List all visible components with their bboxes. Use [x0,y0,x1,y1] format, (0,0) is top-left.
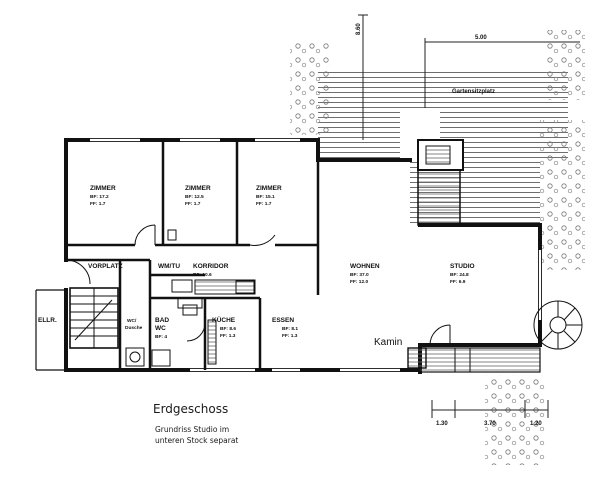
room-wohnen: WOHNEN BF: 37.0 FF: 12.0 [350,263,380,285]
room-name: KORRIDOR [193,263,229,270]
room-zimmer-3: ZIMMER BF: 15.1 FF: 1.7 [256,185,282,207]
room-ff: FF: 1.7 [90,201,106,207]
spiral-stair [533,300,583,350]
room-essen: ESSEN BF: 8.1 FF: 1.3 [272,317,298,339]
fixtures [125,229,256,367]
doors [65,224,451,346]
room-bf: BF: 10.6 [193,272,212,278]
studio-terrace [419,347,541,373]
room-name-2: Dusche [125,325,143,331]
room-name: BAD [155,317,169,324]
room-ff: FF: 1.3 [220,333,236,339]
garden-terrace-label: Gartensitzplatz [452,89,495,95]
room-zimmer-2: ZIMMER BF: 12.5 FF: 1.7 [185,185,211,207]
dimension-top-height: 8.60 [356,23,362,35]
room-bf: BF: 4 [155,334,167,340]
room-name: STUDIO [450,263,475,270]
room-name: WOHNEN [350,263,380,270]
room-bf: BF: 8.6 [220,326,236,332]
room-bf: BF: 17.2 [90,194,109,200]
room-name: VORPLATZ [88,263,123,270]
dimension-bottom-left: 1.30 [436,421,448,427]
dimension-top-width: 5.00 [475,35,487,41]
room-zimmer-1: ZIMMER BF: 17.2 FF: 1.7 [90,185,116,207]
staircase [69,287,119,349]
windows [90,138,542,372]
vegetation [290,30,585,465]
interior-walls [66,140,320,370]
room-name: ELLR. [38,317,57,324]
room-name: ZIMMER [90,185,116,192]
room-ff: FF: 1.7 [185,201,201,207]
room-ff: FF: 1.3 [282,333,298,339]
room-bf: BF: 12.5 [185,194,204,200]
room-ff: FF: 12.0 [350,279,368,285]
dimension-bottom-right: 1.20 [530,421,542,427]
room-bf: BF: 24.8 [450,272,469,278]
room-ff: FF: 1.7 [256,201,272,207]
room-bf: BF: 8.1 [282,326,298,332]
room-name: ZIMMER [185,185,211,192]
kamin-symbol [407,347,427,369]
room-wmtu: WM/TU [158,263,180,270]
dimension-lines [358,14,580,418]
caption-subtitle: Grundriss Studio im unteren Stock separa… [155,424,265,446]
room-name: WC/ [127,318,137,324]
room-studio: STUDIO BF: 24.8 FF: 6.9 [450,263,475,285]
room-ff: FF: 6.9 [450,279,466,285]
room-kueche: KÜCHE BF: 8.6 FF: 1.3 [212,315,236,339]
room-bf: BF: 15.1 [256,194,275,200]
caption-title: Erdgeschoss [153,402,229,416]
room-vorplatz: VORPLATZ [88,263,123,270]
room-bad: BAD WC BF: 4 [155,317,169,340]
external-stairs-left [35,289,66,371]
kamin-label: Kamin [374,337,402,348]
room-name: ZIMMER [256,185,282,192]
caption-subtitle-line-2: unteren Stock separat [155,436,239,445]
room-bf: BF: 37.0 [350,272,369,278]
fireplace-outdoor [417,139,464,226]
room-name-2: WC [155,325,166,332]
caption-subtitle-line-1: Grundriss Studio im [155,425,230,434]
room-name: ESSEN [272,317,294,324]
room-ellr: ELLR. [38,317,57,324]
room-wc-dusche: WC/ Dusche [125,318,143,331]
dimension-bottom-mid: 3.70 [484,421,496,427]
room-name: WM/TU [158,263,180,270]
room-korridor: KORRIDOR BF: 10.6 [193,263,229,278]
room-name: KÜCHE [212,315,236,324]
